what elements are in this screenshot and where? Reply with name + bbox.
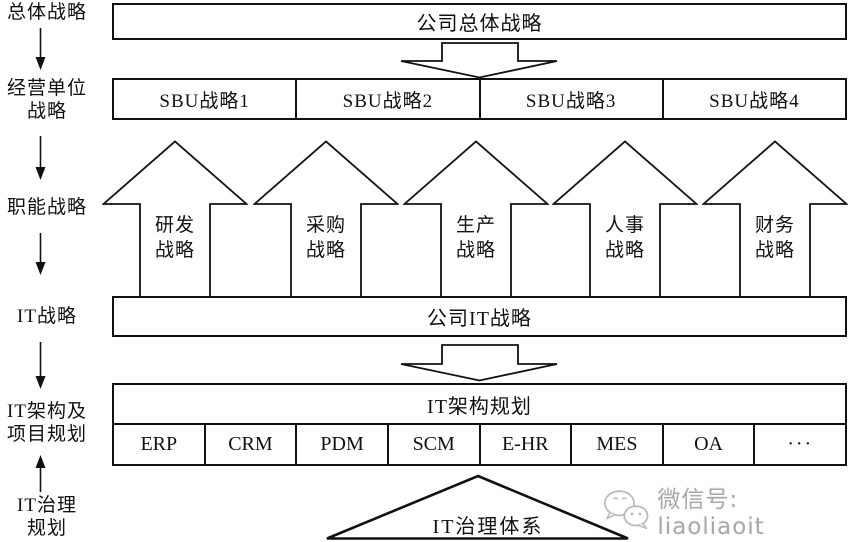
production-strategy-label: 生产 战略 <box>438 213 514 263</box>
functional-strategy-arrow-icon <box>702 140 848 298</box>
label-line: 战略 <box>754 240 795 261</box>
it-architecture-planning-label: IT架构规划 <box>427 395 532 418</box>
watermark: 微信号: liaoliaoit <box>601 480 848 540</box>
system-cell-pdm: PDM <box>295 425 387 464</box>
functional-strategy-arrow-icon <box>403 140 549 298</box>
sbu-strategy-box-4: SBU战略4 <box>661 80 845 118</box>
label-business-unit-strategy: 经营单位 战略 <box>0 77 94 123</box>
it-architecture-planning-box: IT架构规划 ERP CRM PDM SCM E-HR MES OA ··· <box>112 383 847 466</box>
sbu-strategy-box-2: SBU战略2 <box>295 80 478 118</box>
sbu-strategy-box-1: SBU战略1 <box>114 80 295 118</box>
system-cell-scm: SCM <box>386 425 479 464</box>
label-line: 战略 <box>455 240 496 261</box>
sbu-strategy-label: SBU战略2 <box>342 90 434 112</box>
system-label: ··· <box>787 433 814 455</box>
label-line: 生产 <box>455 215 496 236</box>
label-line: 战略 <box>154 240 195 261</box>
system-cell-crm: CRM <box>203 425 296 464</box>
system-cell-ellipsis: ··· <box>753 425 845 464</box>
label-functional-strategy: 职能战略 <box>0 196 94 219</box>
system-label: CRM <box>228 433 273 455</box>
label-line: 战略 <box>604 240 645 261</box>
system-label: ERP <box>140 433 178 455</box>
company-overall-strategy-label: 公司总体战略 <box>416 13 543 35</box>
up-arrow-icon <box>35 455 46 492</box>
label-line: 战略 <box>305 240 346 261</box>
system-cell-oa: OA <box>661 425 754 464</box>
wechat-icon <box>604 490 649 530</box>
block-down-arrow-icon <box>400 344 558 382</box>
system-cell-erp: ERP <box>114 425 204 464</box>
watermark-text: 微信号: liaoliaoit <box>657 487 765 540</box>
company-it-strategy-box: 公司IT战略 <box>112 296 847 337</box>
label-line: 项目规划 <box>6 424 87 445</box>
functional-strategy-arrow-icon <box>552 140 698 298</box>
block-down-arrow-icon <box>400 42 558 79</box>
system-label: OA <box>694 433 723 455</box>
rd-strategy-label: 研发 战略 <box>137 213 213 263</box>
sbu-strategy-row: SBU战略1 SBU战略2 SBU战略3 SBU战略4 <box>112 78 847 120</box>
it-governance-text: IT治理体系 <box>432 516 544 538</box>
system-label: E-HR <box>501 433 549 455</box>
finance-strategy-label: 财务 战略 <box>737 213 813 263</box>
label-line: 采购 <box>305 215 346 236</box>
system-cell-mes: MES <box>570 425 662 464</box>
sbu-strategy-label: SBU战略3 <box>525 90 617 112</box>
label-it-governance-planning: IT治理 规划 <box>0 494 94 540</box>
system-label: SCM <box>412 433 455 455</box>
hr-strategy-label: 人事 战略 <box>587 213 663 263</box>
label-overall-strategy: 总体战略 <box>0 1 94 24</box>
procurement-strategy-label: 采购 战略 <box>288 213 364 263</box>
company-it-strategy-label: 公司IT战略 <box>427 308 532 330</box>
label-overall-strategy-line: 总体战略 <box>6 2 87 23</box>
sbu-strategy-label: SBU战略1 <box>159 90 250 112</box>
label-it-strategy: IT战略 <box>0 305 94 328</box>
label-line: IT战略 <box>17 306 77 327</box>
system-cell-ehr: E-HR <box>478 425 571 464</box>
down-arrow-icon <box>35 342 46 389</box>
label-it-architecture-planning: IT架构及 项目规划 <box>0 400 94 446</box>
it-governance-triangle <box>326 474 629 540</box>
label-line: 职能战略 <box>6 197 87 218</box>
label-line: 财务 <box>754 215 795 236</box>
it-governance-label: IT治理体系 <box>388 510 588 539</box>
label-line: 研发 <box>154 215 195 236</box>
system-label: PDM <box>320 433 364 455</box>
down-arrow-icon <box>35 136 46 180</box>
label-line: IT治理 <box>17 495 77 516</box>
sbu-strategy-label: SBU战略4 <box>709 90 800 112</box>
label-line: 战略 <box>26 101 67 122</box>
functional-strategy-arrow-icon <box>253 140 399 298</box>
label-line: 人事 <box>604 215 645 236</box>
functional-strategy-arrow-icon <box>102 140 248 298</box>
system-label: MES <box>596 433 638 455</box>
company-overall-strategy-box: 公司总体战略 <box>112 3 847 40</box>
label-line: IT架构及 <box>7 401 87 422</box>
systems-row: ERP CRM PDM SCM E-HR MES OA ··· <box>114 423 845 464</box>
label-line: 规划 <box>26 518 67 539</box>
it-architecture-planning-header: IT架构规划 <box>114 385 845 423</box>
sbu-strategy-box-3: SBU战略3 <box>478 80 662 118</box>
down-arrow-icon <box>35 28 46 70</box>
label-line: 经营单位 <box>6 78 87 99</box>
down-arrow-icon <box>35 233 46 275</box>
